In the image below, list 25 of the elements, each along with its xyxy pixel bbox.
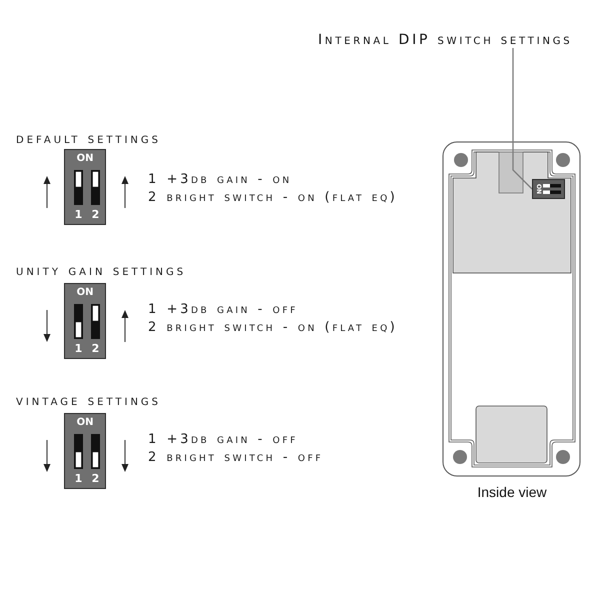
switch-number: 2 [92, 209, 100, 221]
on-label: ON [76, 417, 94, 429]
dip-switch [64, 413, 106, 489]
setting-description: 2 bright switch - on (flat eq) [148, 320, 398, 336]
setting-description: 1 +3db gain - on [148, 172, 292, 188]
setting-description: 1 +3db gain - off [148, 302, 298, 318]
dip-switch [532, 179, 565, 199]
switch-number: 2 [92, 343, 100, 355]
setting-description: 2 bright switch - off [148, 450, 324, 466]
on-label: ON [76, 287, 94, 299]
on-label: ON [76, 153, 94, 165]
section-heading: unity gain settings [16, 263, 186, 279]
view-caption: Inside view [477, 484, 547, 500]
section-heading: vintage settings [16, 393, 162, 409]
setting-description: 2 bright switch - on (flat eq) [148, 190, 398, 206]
dip-switch [64, 149, 106, 225]
switch-number: 1 [74, 343, 82, 355]
setting-description: 1 +3db gain - off [148, 432, 298, 448]
switch-number: 1 [74, 209, 82, 221]
dip-switch [64, 283, 106, 359]
switch-number: 1 [74, 473, 82, 485]
switch-number: 2 [92, 473, 100, 485]
callout-text: Internal DIP switch settings [318, 32, 572, 48]
leader-line [512, 48, 532, 190]
section-heading: default settings [16, 131, 161, 147]
